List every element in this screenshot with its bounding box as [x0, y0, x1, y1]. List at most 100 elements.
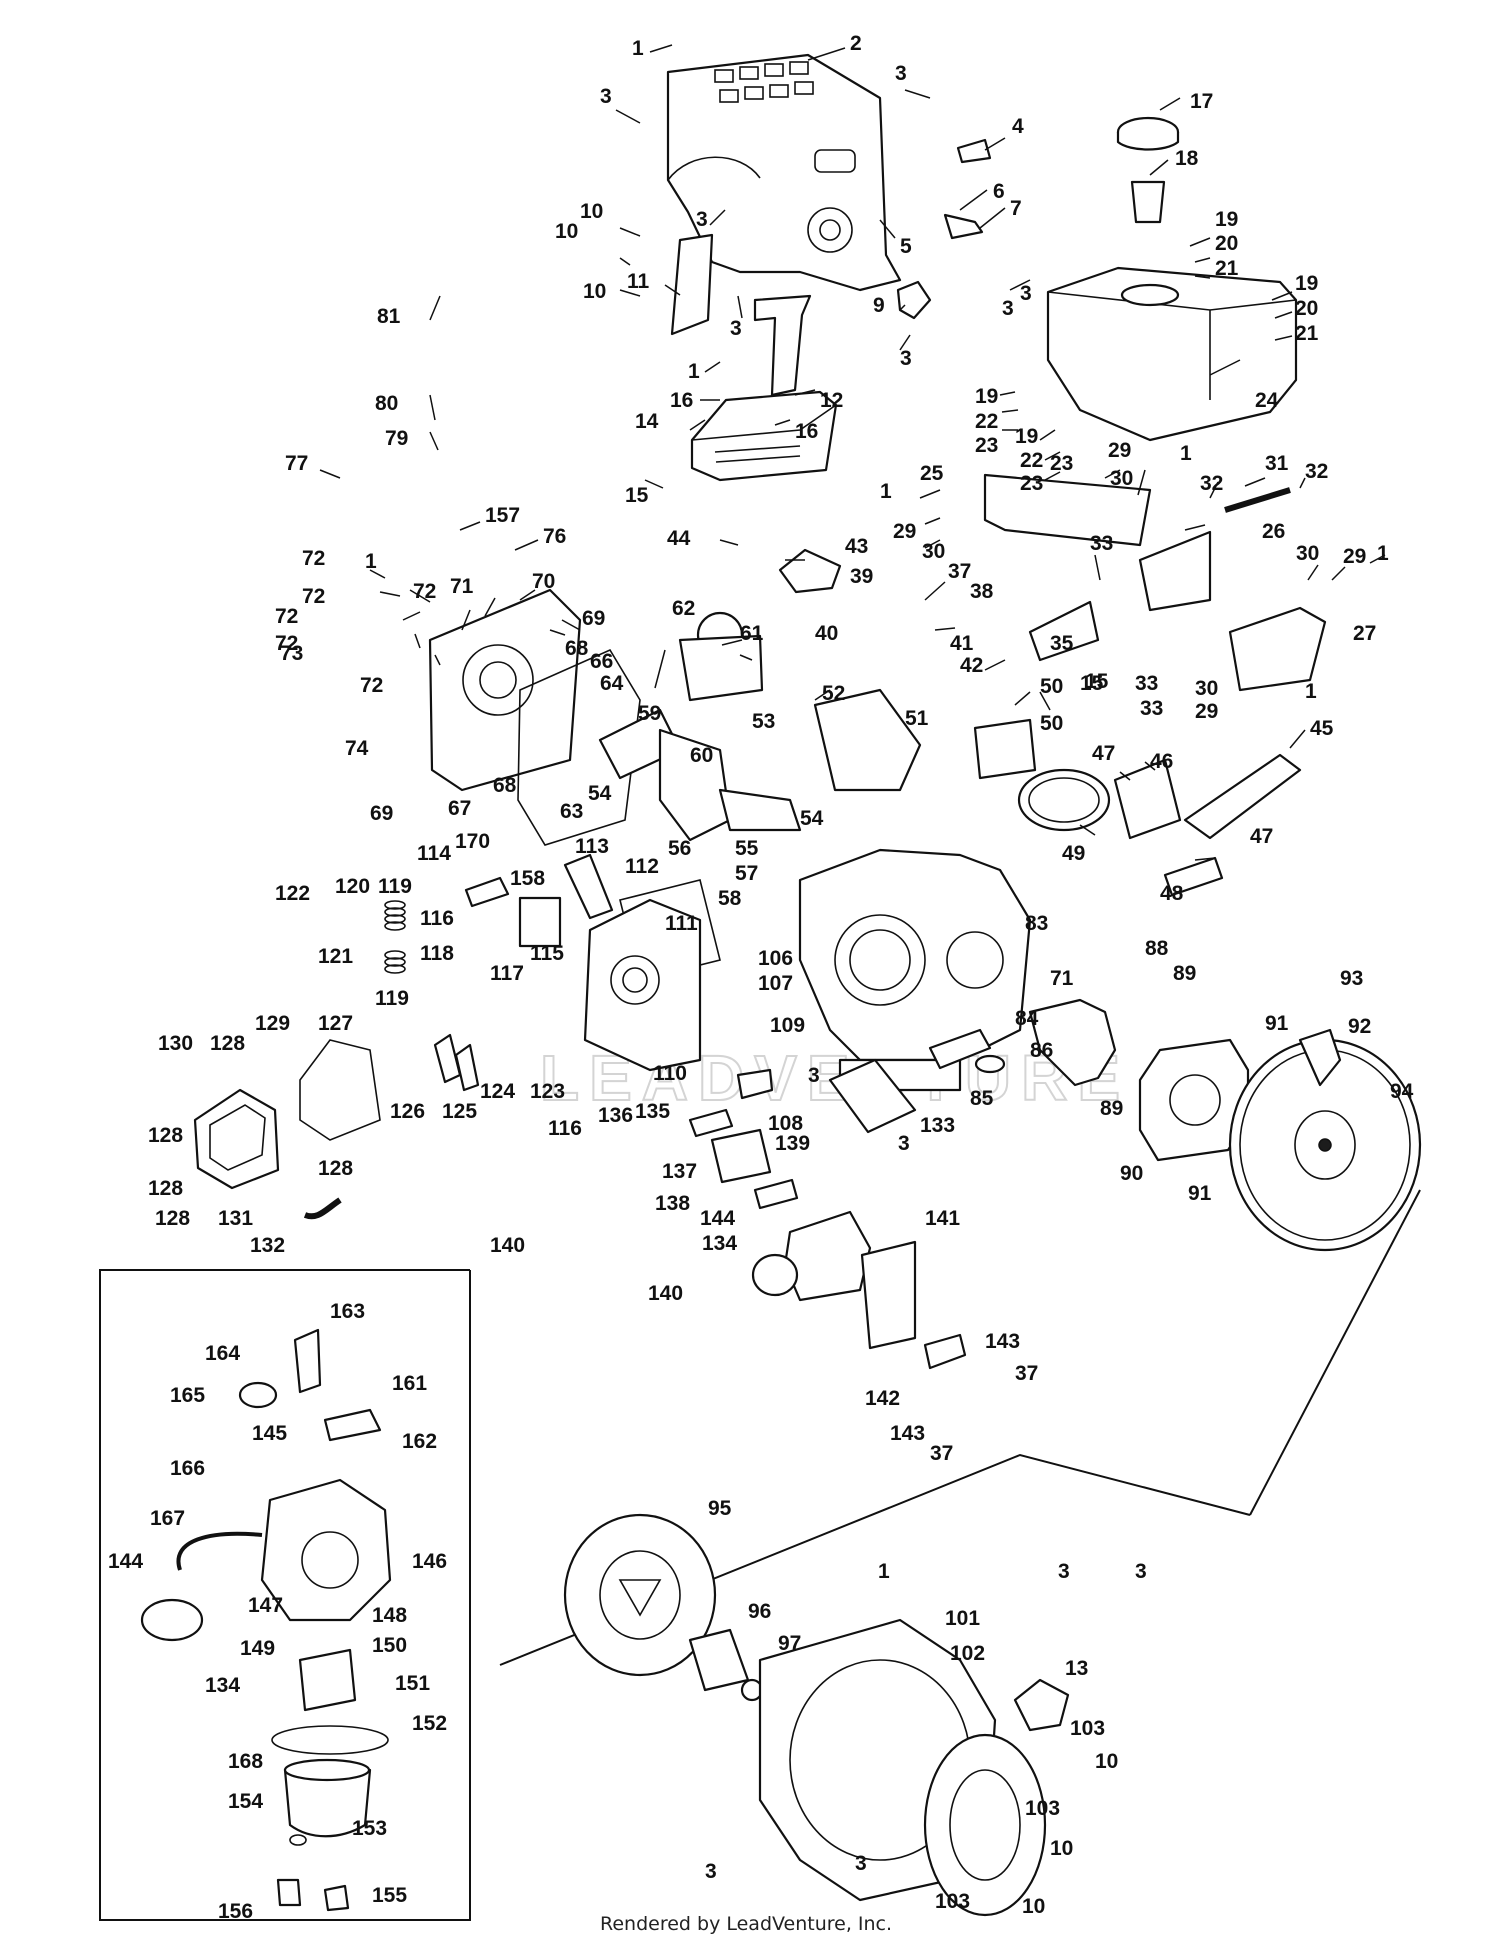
callout-label: 170	[455, 830, 490, 853]
callout-label: 91	[1265, 1012, 1289, 1035]
callout-label: 72	[275, 632, 298, 655]
callout-label: 84	[1015, 1007, 1039, 1030]
callout-label: 3	[1002, 297, 1014, 320]
callout-label: 101	[945, 1607, 980, 1630]
callout-label: 129	[255, 1012, 290, 1035]
callout-label: 72	[275, 605, 298, 628]
callout-label: 119	[378, 875, 412, 898]
callout-label: 32	[1200, 472, 1223, 495]
callout-label: 4	[1012, 115, 1024, 138]
callout-label: 30	[922, 540, 945, 563]
heat-shield-part	[670, 233, 714, 336]
ignition-module-part	[1028, 998, 1117, 1087]
callout-label: 19	[1295, 272, 1318, 295]
callout-label: 19	[1215, 208, 1238, 231]
callout-label: 126	[390, 1100, 425, 1123]
callout-label: 1	[365, 550, 377, 573]
callout-label: 140	[490, 1234, 525, 1257]
callout-label: 61	[740, 622, 764, 645]
callout-label: 136	[598, 1104, 633, 1127]
callout-label: 145	[252, 1422, 287, 1445]
callout-label: 26	[1262, 520, 1285, 543]
callout-label: 97	[778, 1632, 801, 1655]
callout-label: 32	[1305, 460, 1328, 483]
callout-label: 37	[948, 560, 971, 583]
callout-label: 130	[158, 1032, 193, 1055]
callout-label: 73	[280, 642, 303, 665]
callout-label: 147	[248, 1594, 283, 1617]
wrist-pin-part	[1163, 856, 1224, 897]
tank-bracket-26-part	[1138, 530, 1212, 612]
callout-label: 68	[493, 774, 517, 797]
callout-label: 71	[450, 575, 474, 598]
callout-label: 3	[900, 347, 912, 370]
callout-label: 69	[582, 607, 605, 630]
callout-label: 1	[1377, 542, 1389, 565]
camshaft-part	[678, 634, 764, 702]
callout-label: 3	[895, 62, 907, 85]
callout-label: 53	[752, 710, 775, 733]
callout-label: 60	[690, 744, 713, 767]
callout-label: 155	[372, 1884, 407, 1907]
callout-label: 25	[920, 462, 944, 485]
callout-label: 114	[417, 842, 451, 865]
callout-label: 22	[975, 410, 998, 433]
callout-label: 79	[385, 427, 408, 450]
callout-label: 118	[420, 942, 454, 965]
callout-label: 47	[1250, 825, 1273, 848]
callout-label: 24	[1255, 389, 1279, 412]
callout-label: 44	[667, 527, 691, 550]
callout-label: 83	[1025, 912, 1048, 935]
callout-label: 135	[635, 1100, 670, 1123]
callout-label: 3	[898, 1132, 910, 1155]
callout-label: 45	[1310, 717, 1334, 740]
callout-label: 49	[1062, 842, 1085, 865]
callout-label: 56	[668, 837, 691, 860]
callout-label: 127	[318, 1012, 353, 1035]
callout-label: 107	[758, 972, 793, 995]
callout-label: 134	[702, 1232, 737, 1255]
valve-cover-part	[193, 1088, 280, 1190]
callout-label: 162	[402, 1430, 437, 1453]
callout-label: 72	[360, 674, 383, 697]
flywheel-inset-frame	[1249, 1189, 1421, 1516]
callout-label: 21	[1215, 257, 1239, 280]
choke-lever-part	[943, 213, 984, 240]
callout-label: 143	[985, 1330, 1020, 1353]
callout-label: 131	[218, 1207, 253, 1230]
fuel-line-part	[1224, 487, 1291, 513]
callout-label: 96	[748, 1600, 771, 1623]
callout-label: 29	[1195, 700, 1218, 723]
callout-label: 2	[850, 32, 862, 55]
intake-138-part	[710, 1128, 772, 1184]
fuel-tank-part	[1046, 266, 1298, 442]
callout-label: 3	[705, 1860, 717, 1883]
carburetor-inset-frame	[99, 1269, 471, 1921]
callout-label: 10	[1022, 1895, 1045, 1918]
callout-label: 1	[688, 360, 700, 383]
callout-label: 12	[820, 389, 843, 412]
callout-label: 20	[1295, 297, 1318, 320]
callout-label: 117	[490, 962, 524, 985]
valve-spring-part	[384, 900, 406, 974]
spacer-85-part	[974, 1054, 1006, 1074]
callout-label: 137	[662, 1160, 697, 1183]
callout-label: 144	[108, 1550, 143, 1573]
callout-label: 108	[768, 1112, 803, 1135]
callout-label: 3	[730, 317, 742, 340]
clip-part	[956, 138, 992, 164]
callout-label: 22	[1020, 449, 1043, 472]
callout-labels: 1 2 3 3 4 5 6 7 3 10 10 11 10 3 9 3 17 1…	[108, 32, 1414, 1923]
callout-label: 77	[285, 452, 308, 475]
callout-label: 58	[718, 887, 742, 910]
callout-label: 38	[970, 580, 994, 603]
callout-label: 144	[700, 1207, 735, 1230]
callout-label: 1	[632, 37, 644, 60]
ignition-coil-51-part	[973, 718, 1037, 780]
callout-label: 3	[1135, 1560, 1147, 1583]
callout-label: 50	[1040, 712, 1063, 735]
callout-label: 23	[1050, 452, 1073, 475]
callout-label: 31	[1265, 452, 1289, 475]
callout-label: 80	[375, 392, 398, 415]
blower-fan-part	[563, 1513, 717, 1677]
